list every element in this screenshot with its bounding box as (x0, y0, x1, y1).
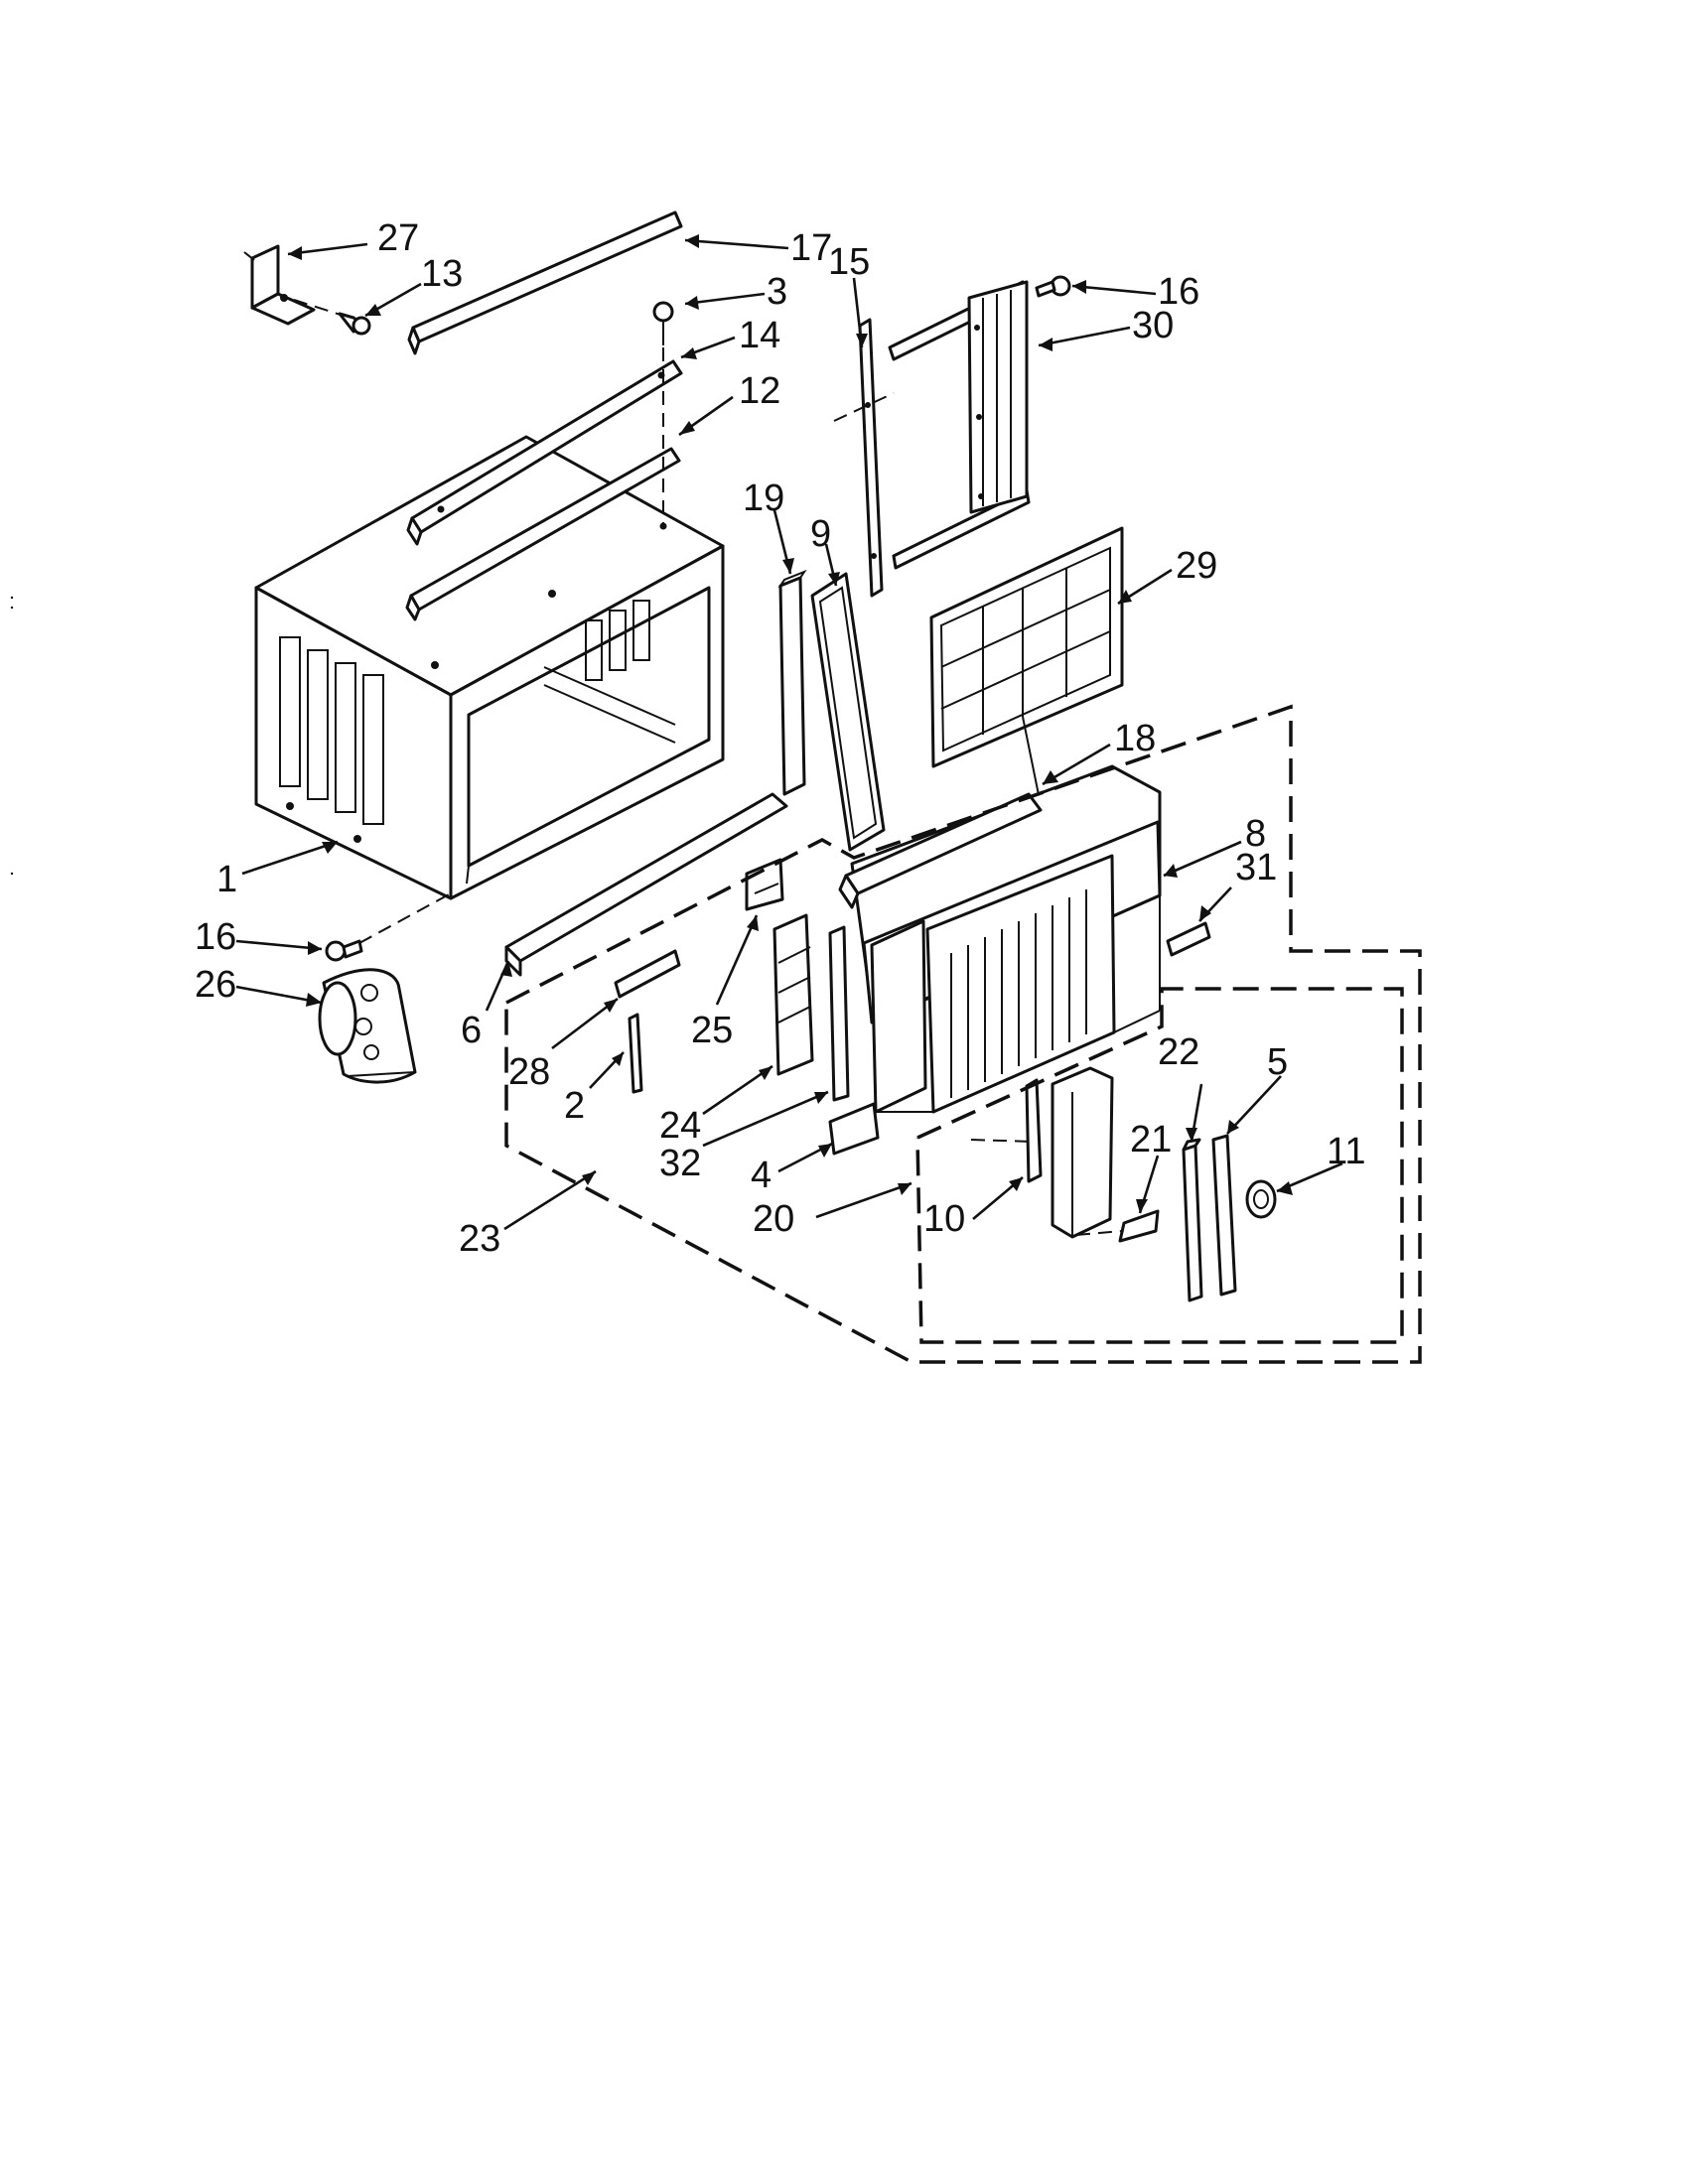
control-bracket-part-10 (1025, 1078, 1043, 1183)
label-part-3: 3 (767, 271, 787, 313)
control-label-part-25 (745, 858, 784, 911)
label-part-19: 19 (743, 478, 784, 519)
label-part-2: 2 (564, 1085, 585, 1127)
label-part-16-upper: 16 (1158, 271, 1199, 313)
cabinet-side-louvers (279, 600, 650, 825)
label-part-9: 9 (810, 513, 831, 555)
label-part-17: 17 (790, 227, 832, 269)
label-part-13: 13 (421, 253, 463, 295)
control-box-part-20 (1051, 1066, 1114, 1239)
label-part-1: 1 (216, 859, 237, 900)
top-rail-part-17 (407, 210, 683, 355)
strip-part-2 (628, 1013, 643, 1094)
mounting-bracket-part-27 (243, 244, 316, 326)
louver-blade-part-24 (772, 913, 814, 1076)
label-part-21: 21 (1130, 1119, 1172, 1160)
label-part-4: 4 (751, 1155, 772, 1196)
screw-part-16-upper (1035, 275, 1071, 298)
foam-strip-part-32 (828, 925, 850, 1102)
label-part-27: 27 (377, 217, 419, 259)
label-part-6: 6 (461, 1010, 482, 1051)
cabinet-part-1 (254, 435, 725, 900)
label-part-24: 24 (659, 1105, 701, 1147)
rail-part-12 (405, 447, 681, 621)
label-part-29: 29 (1176, 545, 1217, 587)
foam-block-part-4 (828, 1102, 880, 1156)
label-part-18: 18 (1114, 718, 1156, 759)
air-deflector-part-18 (838, 792, 1043, 909)
seal-strip-part-19 (777, 569, 807, 796)
label-part-26: 26 (195, 964, 236, 1006)
label-part-22: 22 (1158, 1031, 1199, 1073)
screw-part-16-lower (325, 892, 452, 962)
label-part-28: 28 (508, 1051, 550, 1093)
label-part-20: 20 (753, 1198, 794, 1240)
air-filter-part-29 (929, 526, 1124, 845)
label-part-30: 30 (1132, 305, 1174, 346)
bottom-rail-part-6 (504, 792, 788, 977)
label-part-14: 14 (739, 315, 780, 356)
arrow-heads (288, 234, 1293, 1213)
seal-block-part-31 (1166, 921, 1211, 957)
front-grille-louvers (950, 889, 1087, 1098)
thermostat-part-21 (1075, 1209, 1160, 1243)
gasket-panel-part-9 (810, 572, 886, 852)
switch-part-5 (1211, 1134, 1237, 1297)
scan-specks (10, 596, 14, 876)
label-part-32: 32 (659, 1143, 701, 1184)
outline-control-group (915, 987, 1404, 1344)
front-panel-part-8 (850, 764, 1162, 1114)
label-part-31: 31 (1235, 847, 1277, 888)
label-part-10: 10 (923, 1198, 965, 1240)
support-angle-part-14 (406, 359, 683, 546)
curtain-channel-part-15 (833, 318, 895, 598)
label-part-16-lower: 16 (195, 916, 236, 958)
seal-block-part-28 (614, 949, 681, 999)
label-part-15: 15 (828, 241, 870, 283)
part-number-labels: 27 13 17 3 14 12 15 16 30 19 9 29 18 8 3… (195, 217, 1365, 1260)
knob-part-11 (1245, 1179, 1277, 1219)
screw-part-3 (652, 301, 674, 526)
label-part-23: 23 (459, 1218, 500, 1260)
hardware-bag-part-26 (318, 968, 417, 1084)
switch-part-22 (1182, 1138, 1203, 1302)
screw-part-13 (293, 299, 371, 336)
label-part-11: 11 (1327, 1131, 1365, 1172)
label-part-12: 12 (739, 370, 780, 412)
label-part-25: 25 (691, 1010, 733, 1051)
filter-frame-part-30 (888, 280, 1031, 570)
label-part-8: 8 (1245, 813, 1266, 855)
label-part-5: 5 (1267, 1041, 1288, 1083)
